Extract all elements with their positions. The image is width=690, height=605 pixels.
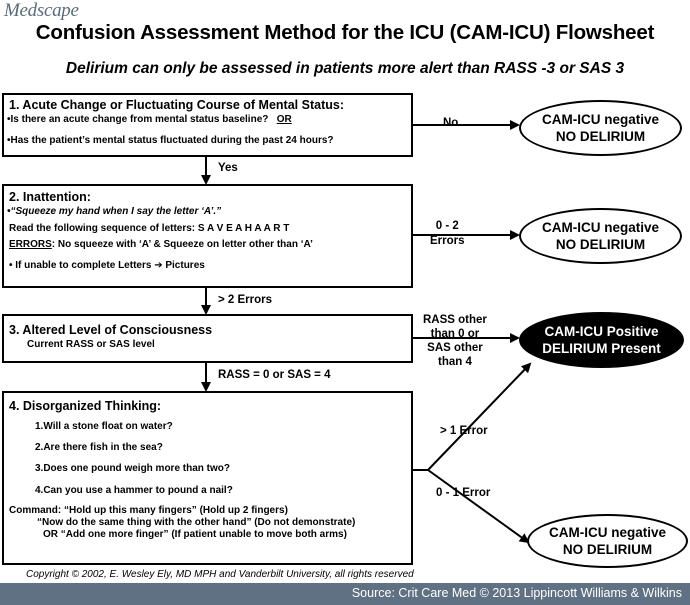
step4-command-1: Command: “Hold up this many fingers” (Ho… [9,505,288,516]
page-subtitle: Delirium can only be assessed in patient… [65,60,625,77]
arrow-step4-positive [427,362,532,471]
step4-command-2: “Now do the same thing with the other ha… [37,517,356,528]
step2-heading: 2. Inattention: [9,190,91,204]
step1-heading: 1. Acute Change or Fluctuating Course of… [9,98,344,112]
label-more-than-2-errors: > 2 Errors [218,294,273,306]
step1-acute-change-box: 1. Acute Change or Fluctuating Course of… [2,93,413,157]
step4-question-1: 1.Will a stone float on water? [35,421,173,432]
source-citation: Source: Crit Care Med © 2013 Lippincott … [351,586,682,600]
medscape-logo: Medscape [4,0,79,21]
step2-instruction: •“Squeeze my hand when I say the letter … [7,206,222,217]
label-more-than-1-error: > 1 Error [440,425,488,437]
label-rass-zero: RASS = 0 or SAS = 4 [218,369,331,381]
step1-question-2: •Has the patient’s mental status fluctua… [7,135,334,146]
step4-disorganized-thinking-box: 4. Disorganized Thinking: 1.Will a stone… [2,391,413,565]
step4-question-2: 2.Are there fish in the sea? [35,442,163,453]
label-yes: Yes [218,162,238,174]
page-title: Confusion Assessment Method for the ICU … [35,21,655,44]
step1-question-1: •Is there an acute change from mental st… [7,114,292,125]
step2-pictures-note: • If unable to complete Letters ➔ Pictur… [9,260,205,271]
step4-heading: 4. Disorganized Thinking: [9,399,162,413]
label-0-1-error: 0 - 1 Error [436,487,491,499]
label-no: No [443,117,459,129]
step2-inattention-box: 2. Inattention: •“Squeeze my hand when I… [2,184,413,288]
step2-errors: ERRORS: No squeeze with ‘A’ & Squeeze on… [9,239,313,250]
step2-letter-sequence: Read the following sequence of letters: … [9,223,290,234]
step1-or: OR [276,114,292,125]
step4-command-3: OR “Add one more finger” (If patient una… [43,529,347,540]
source-footer: Source: Crit Care Med © 2013 Lippincott … [0,583,690,605]
label-rass-other: RASS other than 0 or SAS other than 4 [423,314,487,368]
step3-heading: 3. Altered Level of Consciousness [9,323,213,337]
step4-question-4: 4.Can you use a hammer to pound a nail? [35,485,233,496]
step3-rass-level: Current RASS or SAS level [27,339,155,350]
step3-consciousness-box: 3. Altered Level of Consciousness Curren… [2,314,413,363]
step4-question-3: 3.Does one pound weigh more than two? [35,463,231,474]
copyright-notice: Copyright © 2002, E. Wesley Ely, MD MPH … [26,569,414,580]
arrow-step4-negative [427,469,530,544]
